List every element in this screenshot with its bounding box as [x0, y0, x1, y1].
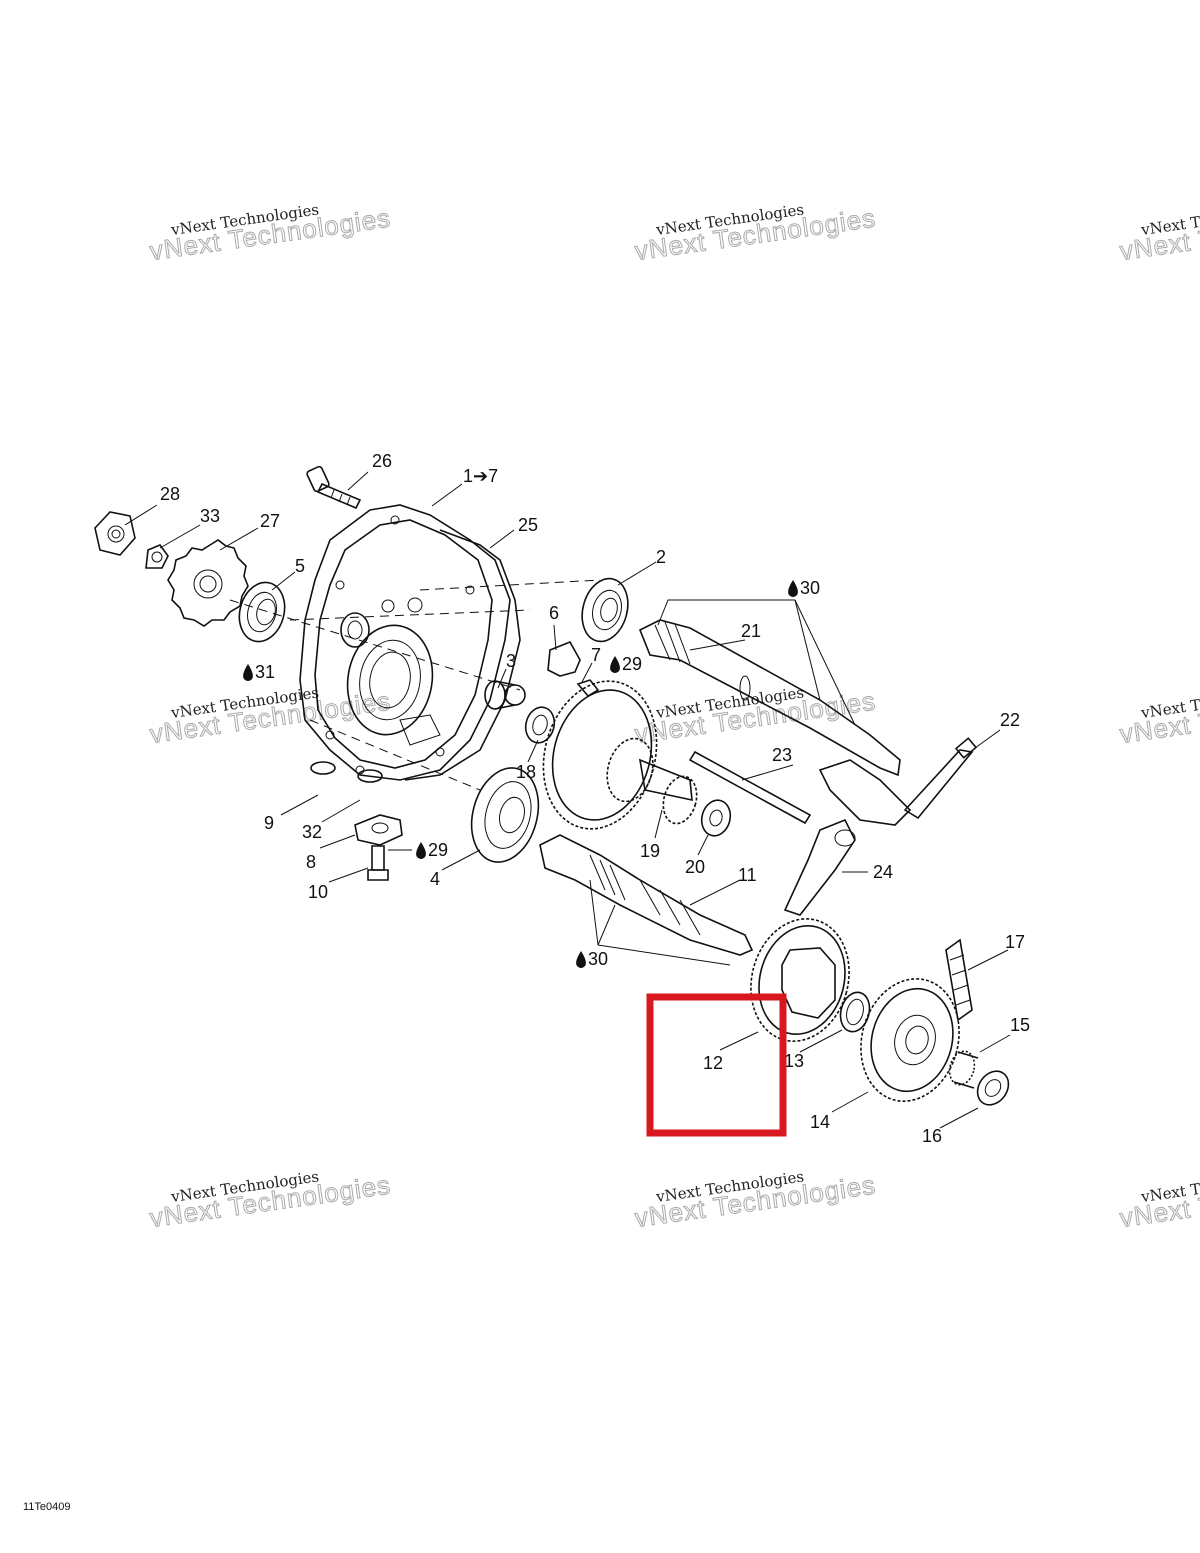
part-plate-8 — [354, 814, 403, 846]
figure-code: 11Te0409 — [23, 1501, 71, 1513]
part-bearing-2 — [581, 577, 629, 643]
callout-8: 8 — [306, 852, 316, 872]
callout-10: 10 — [308, 882, 328, 902]
watermark: vNext Technologies vNext Technologies — [147, 1167, 393, 1233]
callout-16: 16 — [922, 1126, 942, 1146]
callout-labels: 28 33 27 5 26 1➔7 25 2 6 7 3 18 9 32 8 1… — [160, 451, 1030, 1146]
watermark: vNext Technologies vNext Technologies — [632, 1167, 878, 1233]
part-bearing-4 — [470, 767, 540, 863]
part-needle-bearing-15 — [948, 1050, 979, 1089]
callout-7: 7 — [591, 645, 601, 665]
part-sprocket-14 — [860, 978, 960, 1102]
part-washer-20 — [700, 799, 732, 837]
callout-5: 5 — [295, 556, 305, 576]
callout-13: 13 — [784, 1051, 804, 1071]
callout-20: 20 — [685, 857, 705, 877]
part-clip-6 — [547, 640, 581, 677]
oil-drop-icon — [576, 951, 586, 968]
callout-32: 32 — [302, 822, 322, 842]
part-sprocket-27 — [167, 539, 249, 627]
watermark: vNext Technologies vNext Technologies — [147, 200, 393, 266]
callout-22: 22 — [1000, 710, 1020, 730]
lube-callout-29-bottom: 29 — [416, 840, 448, 860]
callout-24: 24 — [873, 862, 893, 882]
svg-text:30: 30 — [588, 949, 608, 969]
callout-2: 2 — [656, 547, 666, 567]
callout-27: 27 — [260, 511, 280, 531]
callout-4: 4 — [430, 869, 440, 889]
callout-1-7: 1➔7 — [463, 466, 498, 486]
highlight-box — [646, 993, 787, 1137]
svg-text:31: 31 — [255, 662, 275, 682]
svg-text:29: 29 — [428, 840, 448, 860]
part-shift-fork-24 — [783, 818, 856, 916]
part-needle-bearing-3 — [484, 680, 526, 710]
callout-18: 18 — [516, 762, 536, 782]
callout-11: 11 — [738, 865, 757, 885]
lube-callout-29-top: 29 — [610, 654, 642, 674]
part-gear-cluster-19 — [542, 680, 698, 830]
callout-19: 19 — [640, 841, 660, 861]
lube-callout-31: 31 — [243, 662, 275, 682]
part-lock-washer-33 — [145, 544, 169, 569]
part-screw-7 — [576, 679, 600, 698]
svg-text:29: 29 — [622, 654, 642, 674]
part-o-ring-32 — [357, 769, 383, 783]
part-bolt-10 — [367, 845, 389, 881]
callout-25: 25 — [518, 515, 538, 535]
callout-15: 15 — [1010, 1015, 1030, 1035]
callout-21: 21 — [741, 621, 761, 641]
oil-drop-icon — [788, 580, 798, 597]
part-shaft-11 — [539, 834, 754, 956]
watermark: vNext Technologies vNext Technologies — [1117, 1167, 1200, 1233]
oil-drop-icon — [610, 656, 620, 673]
lube-callout-30-bottom: 30 — [576, 949, 608, 969]
callout-12: 12 — [703, 1053, 723, 1073]
watermark: vNext Technologies vNext Technologies — [1117, 683, 1200, 749]
part-washer-16 — [976, 1070, 1010, 1106]
callout-26: 26 — [372, 451, 392, 471]
part-rod-23 — [688, 750, 812, 825]
part-shaft-21 — [638, 619, 901, 777]
part-seal-5 — [238, 581, 286, 643]
callout-28: 28 — [160, 484, 180, 504]
callout-17: 17 — [1005, 932, 1025, 952]
watermark: vNext Technologies vNext Technologies — [1117, 200, 1200, 266]
watermark: vNext Technologies vNext Technologies — [147, 683, 393, 749]
callout-6: 6 — [549, 603, 559, 623]
callout-9: 9 — [264, 813, 274, 833]
part-nut-28 — [94, 511, 136, 556]
part-gear-12 — [750, 918, 850, 1042]
part-washer-13 — [839, 991, 871, 1033]
oil-drop-icon — [416, 842, 426, 859]
lubricant-callouts: 30 29 31 29 30 — [243, 578, 820, 969]
part-washer-18 — [524, 706, 556, 744]
part-chain-17 — [945, 938, 973, 1022]
watermark: vNext Technologies vNext Technologies — [632, 683, 878, 749]
part-bolt-26 — [306, 465, 362, 510]
callout-23: 23 — [772, 745, 792, 765]
part-shift-shaft-22 — [818, 737, 978, 826]
watermark: vNext Technologies vNext Technologies — [632, 200, 878, 266]
part-o-ring-9 — [310, 761, 336, 775]
part-crankcase-25 — [299, 504, 521, 781]
callout-3: 3 — [506, 651, 516, 671]
callout-14: 14 — [810, 1112, 830, 1132]
leader-lines — [124, 471, 1011, 1129]
oil-drop-icon — [243, 664, 253, 681]
lube-callout-30-top: 30 — [788, 578, 820, 598]
callout-33: 33 — [200, 506, 220, 526]
svg-text:30: 30 — [800, 578, 820, 598]
